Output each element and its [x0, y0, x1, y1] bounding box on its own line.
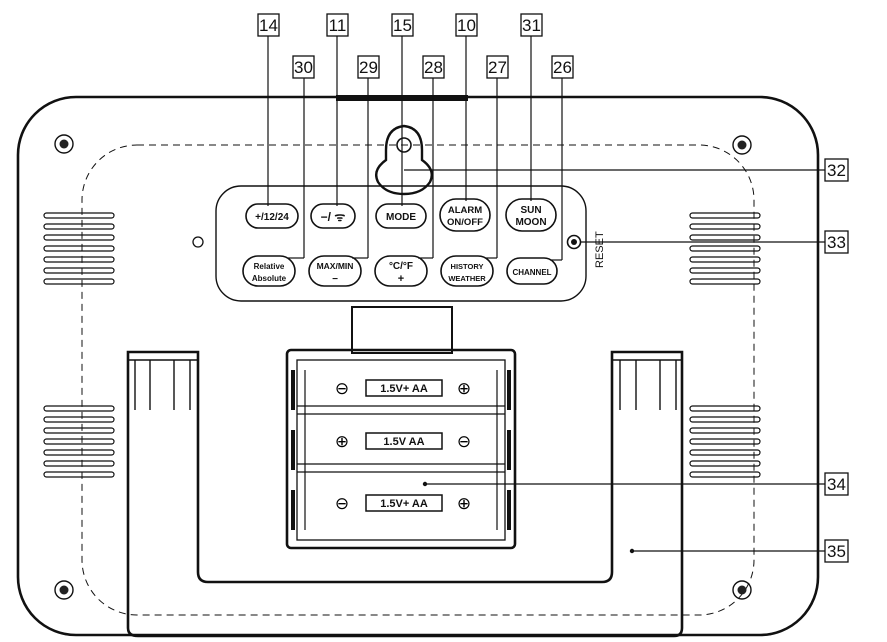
- button-alarm-label-1: ALARM: [448, 205, 482, 216]
- leader-dots: [422, 481, 635, 554]
- battery-2-plus-icon: ⊕: [335, 432, 349, 451]
- callout-30: 30: [292, 55, 315, 79]
- stand-outline: [126, 350, 684, 638]
- svg-text:10: 10: [457, 16, 476, 35]
- button-channel[interactable]: CHANNEL: [506, 257, 558, 285]
- battery-1-plus-icon: ⊕: [457, 379, 471, 398]
- button-cf-label-1: °C/°F: [389, 261, 413, 272]
- battery-1-label: 1.5V+ AA: [380, 383, 428, 395]
- battery-3-label: 1.5V+ AA: [380, 498, 428, 510]
- button-panel: [215, 185, 587, 302]
- battery-latch-tab[interactable]: [351, 306, 453, 354]
- svg-text:34: 34: [827, 475, 846, 494]
- callout-34: 34: [824, 472, 849, 496]
- callout-35: 35: [824, 539, 849, 563]
- svg-text:33: 33: [827, 233, 846, 252]
- leader-lines: [267, 36, 825, 552]
- reset-button[interactable]: [566, 234, 582, 250]
- button-channel-label: CHANNEL: [512, 268, 551, 277]
- callout-11: 11: [326, 13, 349, 37]
- battery-1-minus-icon: ⊖: [335, 379, 349, 398]
- button-sun-moon[interactable]: SUN MOON: [505, 198, 557, 232]
- svg-text:29: 29: [359, 58, 378, 77]
- screw-top-left-icon: [54, 134, 74, 154]
- stand-hinge-left: [128, 359, 198, 410]
- button-celsius-fahrenheit[interactable]: °C/°F +: [374, 255, 428, 287]
- svg-text:31: 31: [522, 16, 541, 35]
- device-inner-dashed-outline: [81, 144, 755, 616]
- button-history-label-2: WEATHER: [448, 274, 486, 283]
- battery-compartment[interactable]: [285, 348, 517, 550]
- svg-text:11: 11: [329, 16, 347, 35]
- svg-text:32: 32: [827, 161, 846, 180]
- button-maxmin-label-2: −: [332, 274, 338, 285]
- battery-3-plus-icon: ⊕: [457, 494, 471, 513]
- battery-3: [365, 494, 443, 512]
- button-history-label-1: HISTORY: [451, 262, 484, 271]
- battery-side-clips: [291, 370, 511, 530]
- button-alarm-label-2: ON/OFF: [447, 217, 483, 228]
- button-cf-label-2: +: [398, 273, 404, 285]
- button-minus-signal[interactable]: −/ ᯤ: [310, 203, 356, 229]
- button-mode[interactable]: MODE: [375, 203, 427, 229]
- vent-slots-left-upper: [43, 212, 115, 285]
- vent-slots-right-lower: [689, 405, 761, 478]
- button-mode-label: MODE: [386, 212, 416, 223]
- button-alarm-on-off[interactable]: ALARM ON/OFF: [439, 198, 491, 232]
- svg-text:14: 14: [259, 16, 278, 35]
- svg-text:35: 35: [827, 542, 846, 561]
- vent-slots-right-upper: [689, 212, 761, 285]
- vent-slots-left-lower: [43, 405, 115, 478]
- battery-1: [365, 379, 443, 397]
- keyhole-hanger-icon: [375, 124, 433, 196]
- callout-28: 28: [422, 55, 445, 79]
- screw-top-right-icon: [732, 135, 752, 155]
- callout-29: 29: [357, 55, 380, 79]
- button-relative-label-2: Absolute: [252, 274, 287, 283]
- button-12-24[interactable]: +/12/24: [245, 203, 299, 229]
- battery-compartment-inner: [296, 359, 506, 541]
- callout-32: 32: [824, 158, 849, 182]
- svg-text:26: 26: [553, 58, 572, 77]
- svg-text:30: 30: [294, 58, 313, 77]
- stand-hinge-right: [612, 359, 682, 410]
- battery-3-minus-icon: ⊖: [335, 494, 349, 513]
- button-max-min[interactable]: MAX/MIN −: [308, 255, 362, 287]
- callout-14: 14: [257, 13, 280, 37]
- callout-31: 31: [520, 13, 543, 37]
- button-maxmin-label-1: MAX/MIN: [317, 261, 354, 271]
- button-relative-label-1: Relative: [254, 262, 285, 271]
- callout-26: 26: [551, 55, 574, 79]
- svg-text:28: 28: [424, 58, 443, 77]
- screw-bottom-right-icon: [732, 580, 752, 600]
- button-sun-label-1: SUN: [520, 205, 541, 216]
- button-history-weather[interactable]: HISTORY WEATHER: [440, 255, 494, 287]
- screw-bottom-left-icon: [54, 580, 74, 600]
- button-12-24-label: +/12/24: [255, 212, 289, 223]
- callout-15: 15: [391, 13, 414, 37]
- callout-10: 10: [455, 13, 478, 37]
- battery-2: [365, 432, 443, 450]
- device-housing-outline: [16, 95, 820, 637]
- battery-2-label: 1.5V AA: [383, 436, 424, 448]
- button-sun-label-2: MOON: [515, 217, 546, 228]
- sensor-hole-icon: [192, 236, 204, 248]
- battery-compartment-dividers: [297, 370, 505, 530]
- button-relative-absolute[interactable]: Relative Absolute: [242, 255, 296, 287]
- callout-33: 33: [824, 230, 849, 254]
- svg-text:27: 27: [488, 58, 507, 77]
- svg-text:15: 15: [393, 16, 412, 35]
- callout-27: 27: [486, 55, 509, 79]
- battery-2-minus-icon: ⊖: [457, 432, 471, 451]
- reset-label: RESET: [594, 231, 606, 268]
- button-minus-signal-label: −/ ᯤ: [321, 210, 346, 224]
